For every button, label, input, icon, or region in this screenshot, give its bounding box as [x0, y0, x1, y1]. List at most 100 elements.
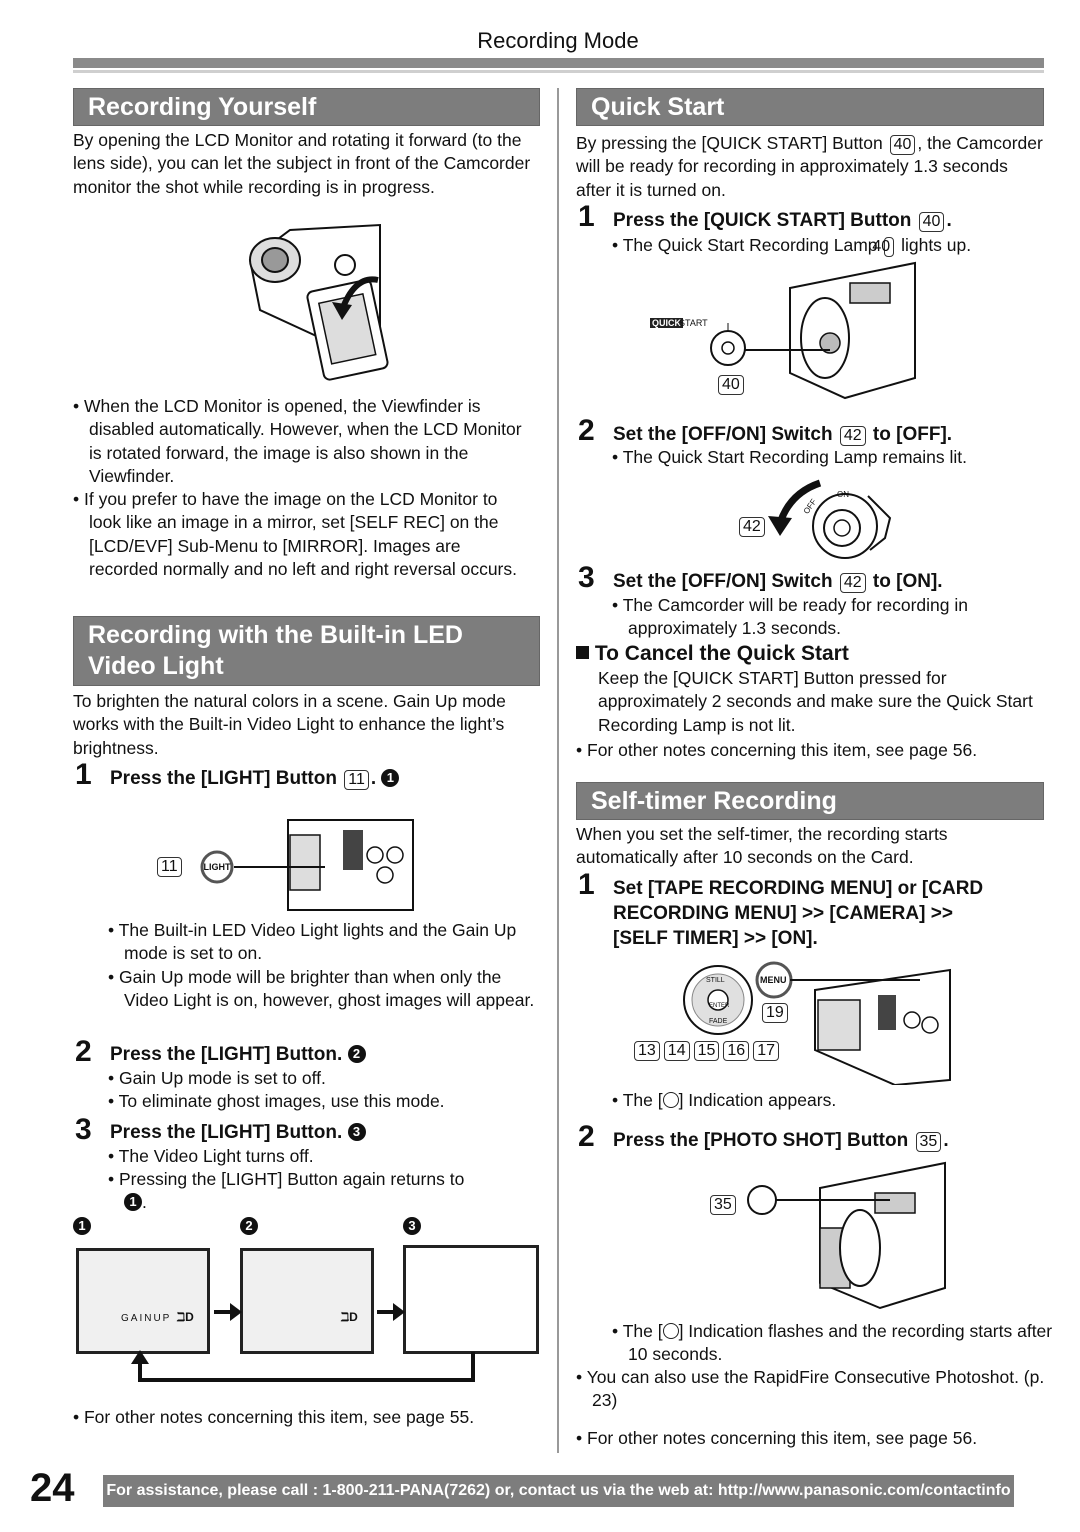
callout-wrap: 35: [708, 1195, 738, 1215]
bullet-text: The [: [622, 1321, 663, 1341]
ref-number: 17: [753, 1041, 779, 1061]
bullet-item: • For other notes concerning this item, …: [576, 740, 978, 760]
bullet-text: The Quick Start Recording Lamp: [622, 235, 878, 255]
section-title-led-light: Recording with the Built-in LED Video Li…: [73, 616, 540, 686]
header-rule-shadow: [73, 70, 1044, 73]
led-light-intro: To brighten the natural colors in a scen…: [73, 691, 506, 758]
bullet-text: For other notes concerning this item, se…: [587, 1428, 978, 1448]
callout-wrap: 42: [737, 517, 767, 537]
step2-bullets: • Gain Up mode is set to off. • To elimi…: [108, 1067, 538, 1114]
bullet-text: ] Indication appears.: [678, 1090, 837, 1110]
step-number: 3: [75, 1113, 92, 1146]
step-text: Press the [LIGHT] Button.: [110, 1122, 343, 1143]
section-title-self-timer: Self-timer Recording: [576, 782, 1044, 820]
assist-text: For assistance, please call :: [106, 1482, 323, 1499]
step-instruction: Press the [LIGHT] Button. 2: [110, 1042, 366, 1067]
step-text: Press the [LIGHT] Button: [110, 768, 337, 789]
quick-start-illustration: [710, 261, 916, 400]
screen-marker: 3: [403, 1217, 421, 1237]
screen-marker: 2: [240, 1217, 258, 1237]
self-timer-icon: [662, 1092, 679, 1108]
ref-number: 16: [723, 1041, 750, 1061]
bullet-item: • To eliminate ghost images, use this mo…: [108, 1091, 445, 1112]
return-marker-line: 1.: [108, 1192, 538, 1213]
step-text: Set [TAPE RECORDING MENU] or [CARD: [613, 878, 984, 899]
step-instruction: Set the [OFF/ON] Switch 42 to [OFF].: [613, 422, 952, 447]
gainup-indicator: GAINUP: [121, 1313, 172, 1324]
bullet-item: • The [] Indication appears.: [612, 1090, 837, 1110]
quick-start-intro: By pressing the [QUICK START] Button 40,…: [576, 132, 1044, 202]
step3-bullets: • The Video Light turns off. • Pressing …: [108, 1145, 538, 1213]
marker-circle: 1: [73, 1217, 91, 1235]
off-on-switch-illustration: [768, 479, 892, 559]
fade-label: FADE: [709, 1018, 728, 1025]
menu-joystick-illustration: [683, 961, 951, 1085]
bullet-text: The [: [622, 1090, 663, 1110]
step-text: Set the [OFF/ON] Switch: [613, 571, 833, 592]
bullet-text: The Camcorder will be ready for recordin…: [622, 595, 968, 639]
section-title-line: Recording with the Built-in LED: [88, 621, 463, 649]
intro-text: By pressing the [QUICK START] Button: [576, 133, 883, 153]
bullet-item: • The Video Light turns off.: [108, 1146, 314, 1166]
bullet-item: • Gain Up mode will be brighter than whe…: [108, 966, 535, 1010]
bullet-item: • Gain Up mode is set to off.: [108, 1068, 326, 1088]
marker-circle: 1: [381, 769, 400, 787]
bullet-item: • When the LCD Monitor is opened, the Vi…: [73, 396, 522, 486]
ref-number: 35: [710, 1195, 736, 1215]
ref-number: 40: [872, 237, 895, 257]
subheading-text: To Cancel the Quick Start: [594, 642, 849, 665]
bullet-item: • If you prefer to have the image on the…: [73, 489, 517, 580]
step-instruction: Press the [LIGHT] Button. 3: [110, 1120, 366, 1145]
marker-circle: 1: [124, 1192, 142, 1211]
step-instruction: Press the [LIGHT] Button 11. 1: [110, 766, 400, 791]
start-label: START: [679, 318, 708, 328]
marker-circle: 3: [347, 1123, 366, 1141]
cancel-text: Keep the [QUICK START] Button pressed fo…: [598, 668, 1033, 735]
ref-number: 15: [693, 1041, 720, 1061]
lcd-screen-light: ℶD: [240, 1248, 374, 1354]
ref-number: 14: [663, 1041, 690, 1061]
bullet-item: • The Quick Start Recording Lamp remains…: [612, 447, 967, 467]
step-text: to [OFF].: [872, 424, 953, 445]
bullet-item: • The [] Indication flashes and the reco…: [612, 1321, 1053, 1365]
header-rule: [73, 58, 1044, 68]
recording-yourself-intro: By opening the LCD Monitor and rotating …: [73, 130, 531, 197]
running-header: Recording Mode: [477, 28, 639, 53]
square-bullet-icon: [576, 646, 589, 659]
self-timer-icon: [662, 1323, 679, 1339]
callout-wrap: 19: [760, 1003, 790, 1023]
step-instruction: Set the [OFF/ON] Switch 42 to [ON].: [613, 569, 943, 594]
enter-label: ENTER: [709, 1003, 730, 1009]
photo-shot-illustration: [747, 1161, 946, 1310]
step-text: Press the [PHOTO SHOT] Button: [613, 1130, 909, 1151]
ref-number: 11: [157, 857, 182, 877]
cancel-subheading: To Cancel the Quick Start: [576, 642, 849, 666]
step-number: 1: [578, 868, 595, 901]
light-button-label: LIGHT: [203, 862, 231, 872]
arrow-up-icon: [131, 1350, 149, 1364]
quick-label: QUICK: [650, 318, 683, 328]
ref-number: 42: [839, 573, 866, 593]
ref-number: 42: [739, 517, 765, 537]
bullet-item: • The Camcorder will be ready for record…: [612, 595, 968, 639]
marker-circle: 3: [403, 1217, 421, 1235]
bullet-item: • You can also use the RapidFire Consecu…: [576, 1367, 1045, 1411]
step-number: 3: [578, 561, 595, 594]
light-button-illustration: [200, 819, 414, 911]
bullet-text: lights up.: [901, 235, 972, 255]
step-instruction: Set [TAPE RECORDING MENU] or [CARD RECOR…: [613, 876, 1043, 951]
step-text: Set the [OFF/ON] Switch: [613, 424, 833, 445]
light-indicator-icon: ℶD: [177, 1310, 194, 1324]
assist-text: or, contact us via the web at: http://ww…: [490, 1482, 1011, 1499]
marker-circle: 2: [240, 1217, 258, 1235]
bullet-item: • The Quick Start Recording Lamp 40 ligh…: [612, 235, 972, 257]
step-text: [SELF TIMER] >> [ON].: [613, 928, 818, 949]
ref-number: 13: [634, 1041, 660, 1061]
section-title-recording-yourself: Recording Yourself: [73, 88, 540, 126]
step-instruction: Press the [PHOTO SHOT] Button 35.: [613, 1130, 949, 1152]
bullet-item: • Pressing the [LIGHT] Button again retu…: [108, 1169, 465, 1190]
light-callout-wrap: 11: [155, 857, 184, 877]
screen-marker: 1: [73, 1217, 91, 1237]
screen-flow-arrows: [131, 1303, 475, 1382]
